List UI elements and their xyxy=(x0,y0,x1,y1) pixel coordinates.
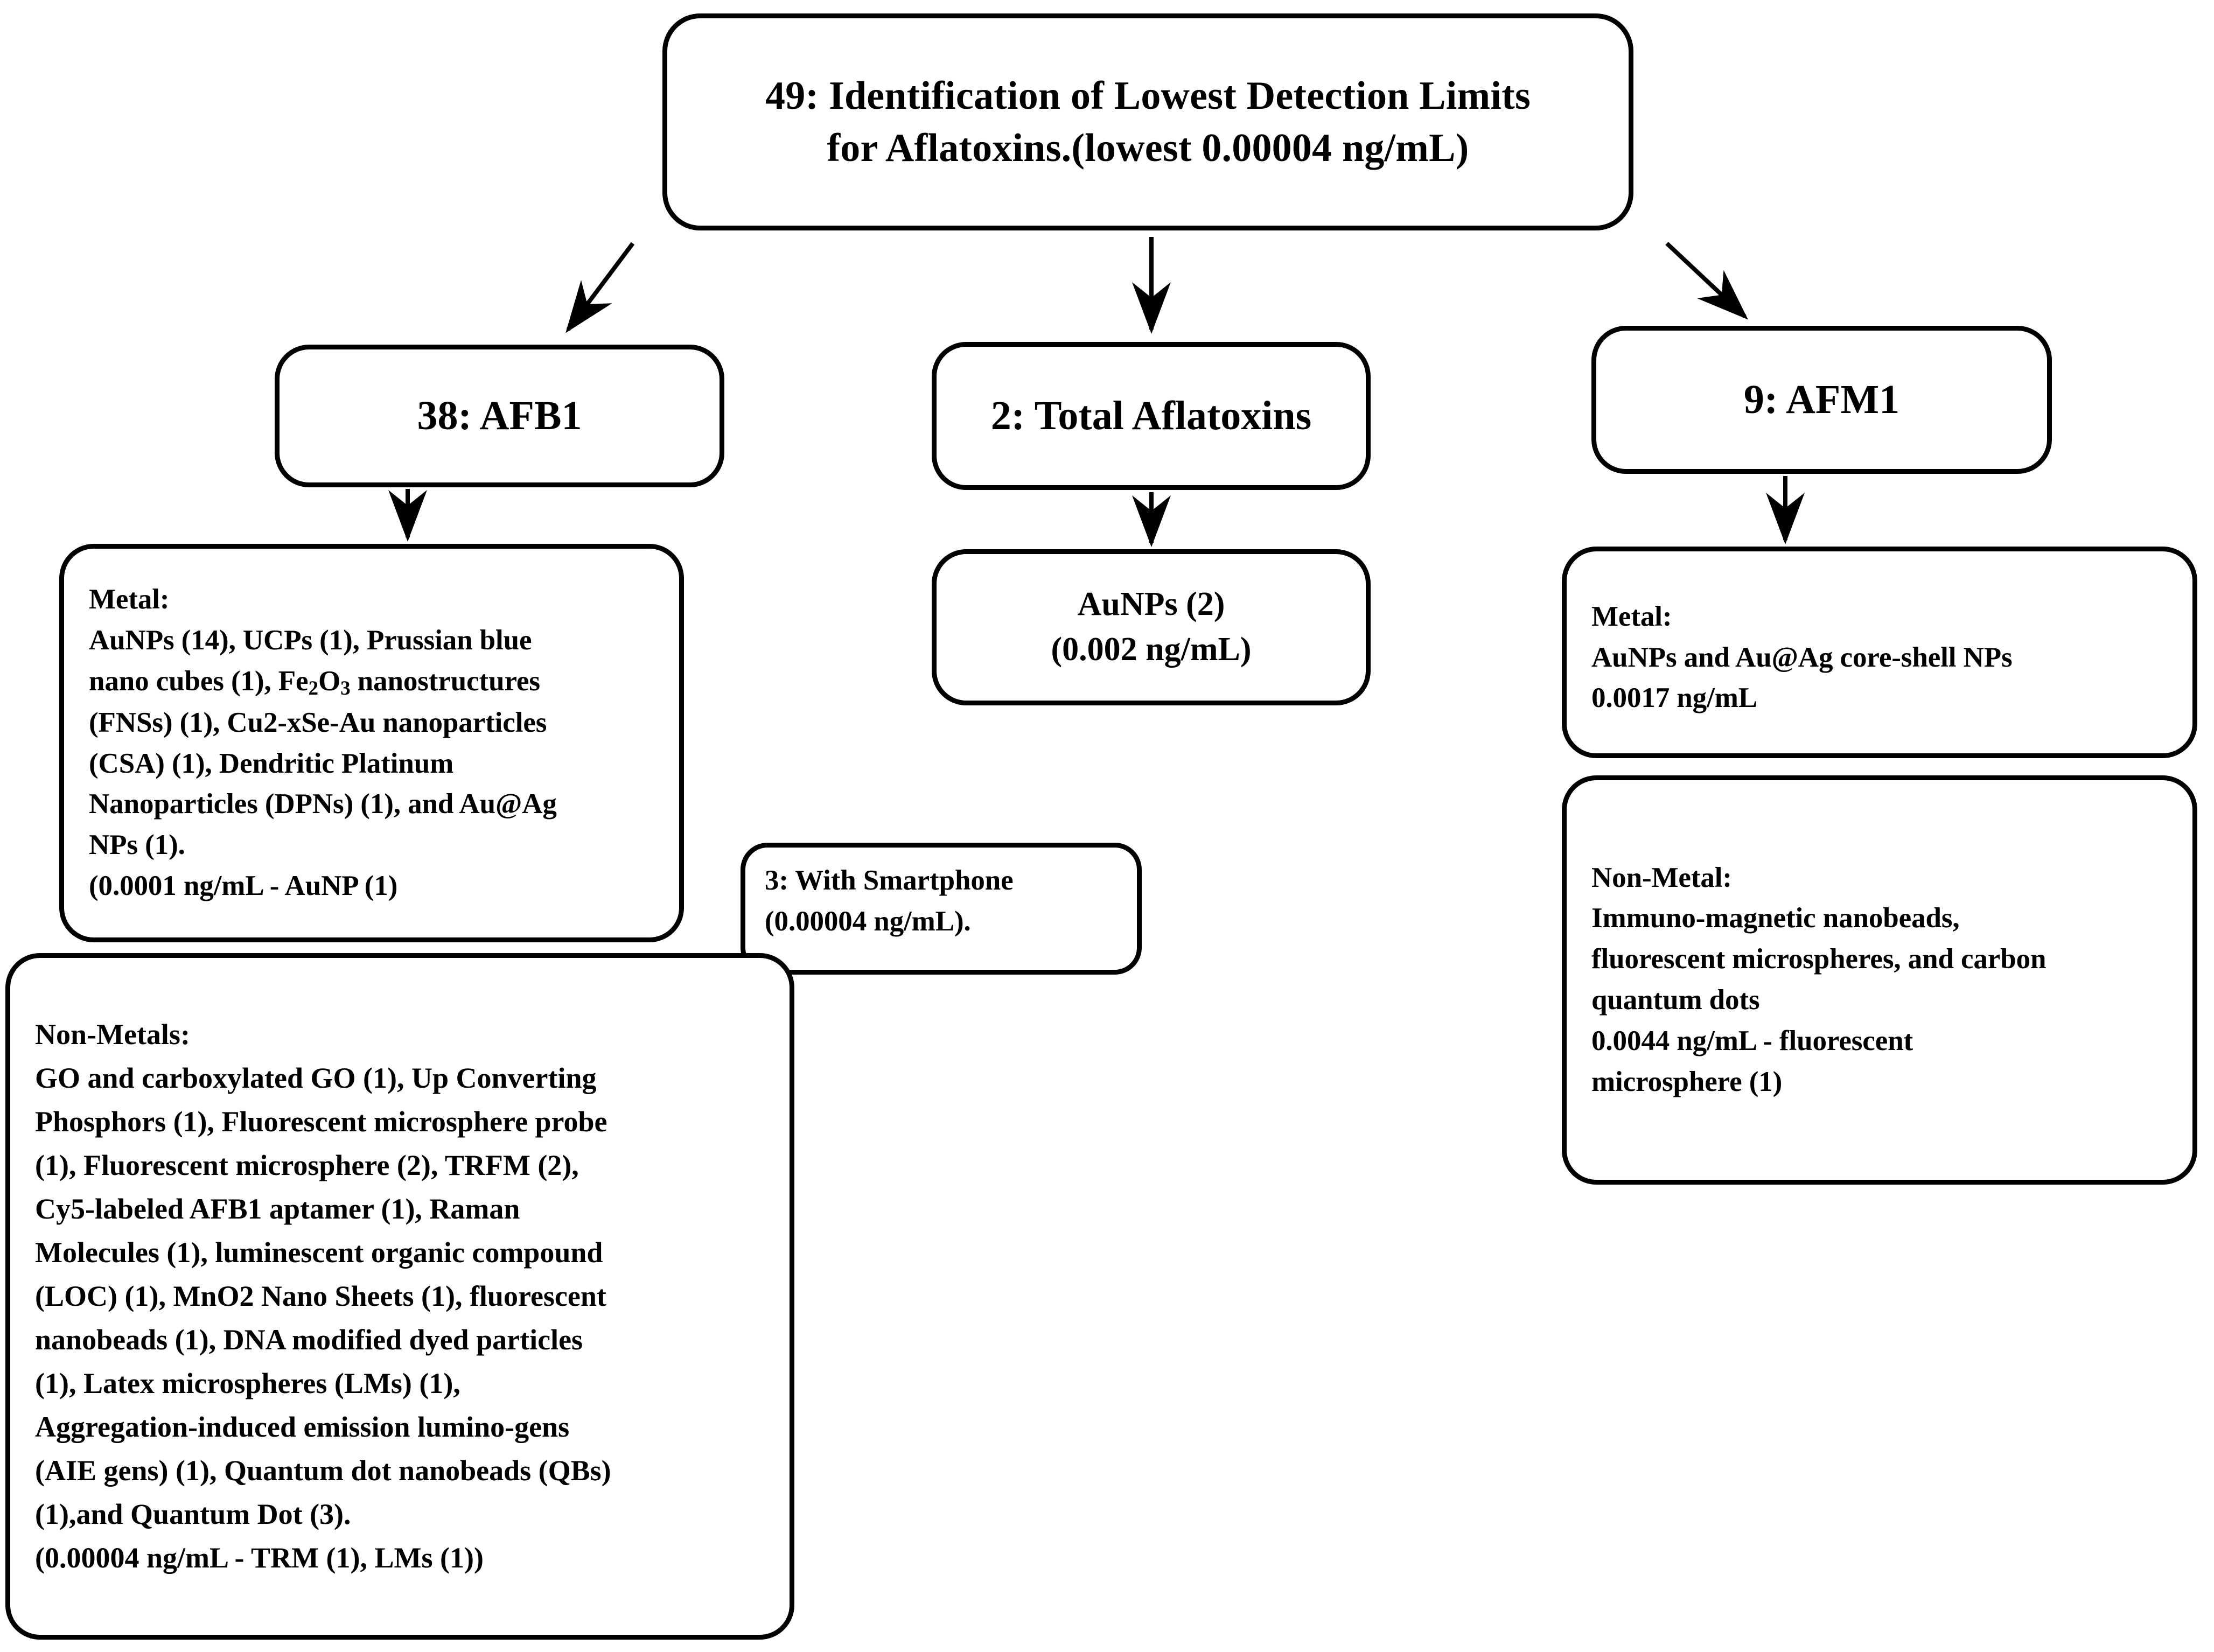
afb1-metal-line-3: (CSA) (1), Dendritic Platinum xyxy=(89,747,454,779)
branch-afm1-label: 9: AFM1 xyxy=(1743,377,1900,422)
node-total-aunps[interactable]: AuNPs (2) (0.002 ng/mL) xyxy=(932,549,1371,705)
afb1-nonmetals-line-8: Aggregation-induced emission lumino-gens xyxy=(35,1411,570,1443)
afb1-nonmetals-line-4: Molecules (1), luminescent organic compo… xyxy=(35,1236,603,1269)
afm1-nonmetal-line-4: microsphere (1) xyxy=(1591,1066,1783,1097)
afb1-metal-line-5: NPs (1). xyxy=(89,829,185,861)
branch-total-label: 2: Total Aflatoxins xyxy=(990,393,1312,438)
afb1-nonmetals-line-3: Cy5-labeled AFB1 aptamer (1), Raman xyxy=(35,1193,520,1225)
connector-title-to-afb1 xyxy=(565,242,635,333)
afm1-nonmetal-line-0: Immuno-magnetic nanobeads, xyxy=(1591,902,1960,934)
total-aunps-line-1: AuNPs (2) xyxy=(1077,586,1225,623)
afm1-metal-heading: Metal: xyxy=(1591,600,1672,632)
afm1-metal-line-1: 0.0017 ng/mL xyxy=(1591,682,1758,714)
total-aunps-line-2: (0.002 ng/mL) xyxy=(1051,631,1252,668)
afb1-metal-line-0: AuNPs (14), UCPs (1), Prussian blue xyxy=(89,624,532,656)
afb1-metal-line-6: (0.0001 ng/mL - AuNP (1) xyxy=(89,870,398,902)
node-with-smartphone[interactable]: 3: With Smartphone (0.00004 ng/mL). xyxy=(741,843,1142,975)
node-afm1-metal[interactable]: Metal: AuNPs and Au@Ag core-shell NPs 0.… xyxy=(1562,547,2197,758)
branch-afb1-label: 38: AFB1 xyxy=(417,393,582,438)
connector-title-to-afm1 xyxy=(1665,242,1748,320)
smartphone-line-1: 3: With Smartphone xyxy=(765,864,1014,896)
afm1-nonmetal-line-1: fluorescent microspheres, and carbon xyxy=(1591,943,2047,975)
afm1-metal-line-0: AuNPs and Au@Ag core-shell NPs xyxy=(1591,641,2013,673)
root-title-line-2: for Aflatoxins.(lowest 0.00004 ng/mL) xyxy=(827,125,1469,170)
afb1-metal-line-4: Nanoparticles (DPNs) (1), and Au@Ag xyxy=(89,788,557,820)
node-afm1-nonmetal[interactable]: Non-Metal: Immuno-magnetic nanobeads, fl… xyxy=(1562,775,2197,1185)
node-afb1-nonmetals[interactable]: Non-Metals: GO and carboxylated GO (1), … xyxy=(5,953,794,1640)
afb1-nonmetals-line-11: (0.00004 ng/mL - TRM (1), LMs (1)) xyxy=(35,1542,484,1574)
afb1-metal-line-2: (FNSs) (1), Cu2-xSe-Au nanoparticles xyxy=(89,706,547,738)
smartphone-line-2: (0.00004 ng/mL). xyxy=(765,905,971,937)
root-title-line-1: 49: Identification of Lowest Detection L… xyxy=(765,74,1531,118)
afb1-nonmetals-line-9: (AIE gens) (1), Quantum dot nanobeads (Q… xyxy=(35,1454,611,1487)
afb1-metal-line-1: nano cubes (1), Fe2O3 nanostructures xyxy=(89,665,540,699)
afb1-nonmetals-line-10: (1),and Quantum Dot (3). xyxy=(35,1498,351,1530)
afb1-nonmetals-line-1: Phosphors (1), Fluorescent microsphere p… xyxy=(35,1105,607,1138)
node-branch-afm1[interactable]: 9: AFM1 xyxy=(1591,326,2052,474)
afb1-metal-heading: Metal: xyxy=(89,584,170,615)
afb1-nonmetals-line-0: GO and carboxylated GO (1), Up Convertin… xyxy=(35,1062,597,1094)
afm1-nonmetal-line-2: quantum dots xyxy=(1591,984,1760,1016)
afb1-nonmetals-line-5: (LOC) (1), MnO2 Nano Sheets (1), fluores… xyxy=(35,1280,606,1312)
node-afb1-metal[interactable]: Metal: AuNPs (14), UCPs (1), Prussian bl… xyxy=(59,544,684,942)
afb1-nonmetals-line-2: (1), Fluorescent microsphere (2), TRFM (… xyxy=(35,1149,579,1181)
afb1-nonmetals-line-6: nanobeads (1), DNA modified dyed particl… xyxy=(35,1324,583,1356)
afm1-nonmetal-line-3: 0.0044 ng/mL - fluorescent xyxy=(1591,1025,1913,1056)
node-branch-afb1[interactable]: 38: AFB1 xyxy=(275,345,724,487)
afb1-nonmetals-heading: Non-Metals: xyxy=(35,1018,190,1051)
afb1-nonmetals-line-7: (1), Latex microspheres (LMs) (1), xyxy=(35,1367,460,1399)
afm1-nonmetal-heading: Non-Metal: xyxy=(1591,862,1732,893)
node-branch-total-aflatoxins[interactable]: 2: Total Aflatoxins xyxy=(932,342,1371,490)
node-root-title[interactable]: 49: Identification of Lowest Detection L… xyxy=(662,13,1633,230)
